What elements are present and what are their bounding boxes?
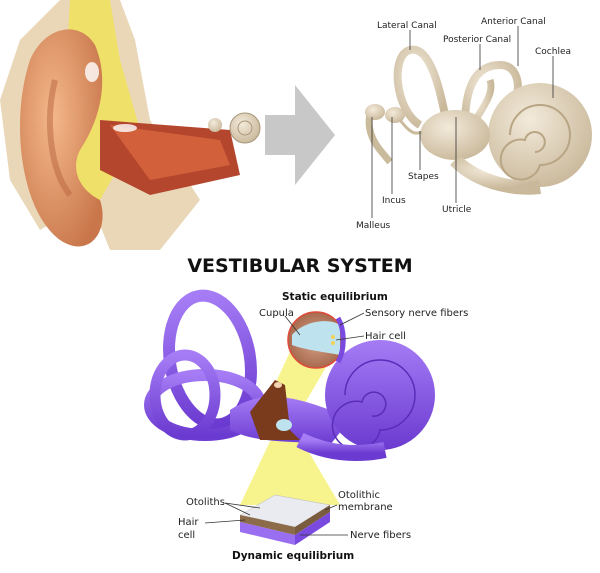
otolith-block [239, 494, 331, 545]
inner-ear-leaders [371, 26, 554, 218]
vestibular-leaders [204, 312, 365, 536]
label-dynamic-equilibrium: Dynamic equilibrium [232, 550, 354, 562]
label-otoliths: Otoliths [186, 497, 225, 508]
label-hair-cell-top: Hair cell [365, 331, 406, 342]
vestibular-illustration [144, 289, 435, 505]
label-otolithic-membrane: Otolithic [338, 490, 380, 501]
page-title: VESTIBULAR SYSTEM [187, 255, 412, 277]
inner-ear-illustration [365, 45, 592, 195]
label-sensory-nerve-fibers: Sensory nerve fibers [365, 308, 468, 319]
label-malleus: Malleus [356, 221, 391, 231]
label-utricle: Utricle [442, 205, 472, 215]
label-nerve-fibers: Nerve fibers [350, 530, 411, 541]
label-incus: Incus [382, 196, 406, 206]
cupula-zoom-circle [287, 311, 346, 369]
label-hair-cell-bottom: Hair [178, 517, 199, 528]
label-static-equilibrium: Static equilibrium [282, 291, 388, 303]
label-anterior-canal: Anterior Canal [481, 17, 546, 27]
label-cochlea: Cochlea [535, 47, 571, 57]
label-posterior-canal: Posterior Canal [443, 35, 511, 45]
label-hair-cell-bottom-2: cell [178, 530, 195, 541]
arrow-icon [265, 85, 335, 185]
label-otolithic-membrane-2: membrane [338, 502, 393, 513]
label-stapes: Stapes [408, 172, 439, 182]
label-lateral-canal: Lateral Canal [377, 21, 437, 31]
outer-ear-illustration [0, 0, 261, 250]
label-cupula: Cupula [259, 308, 294, 319]
